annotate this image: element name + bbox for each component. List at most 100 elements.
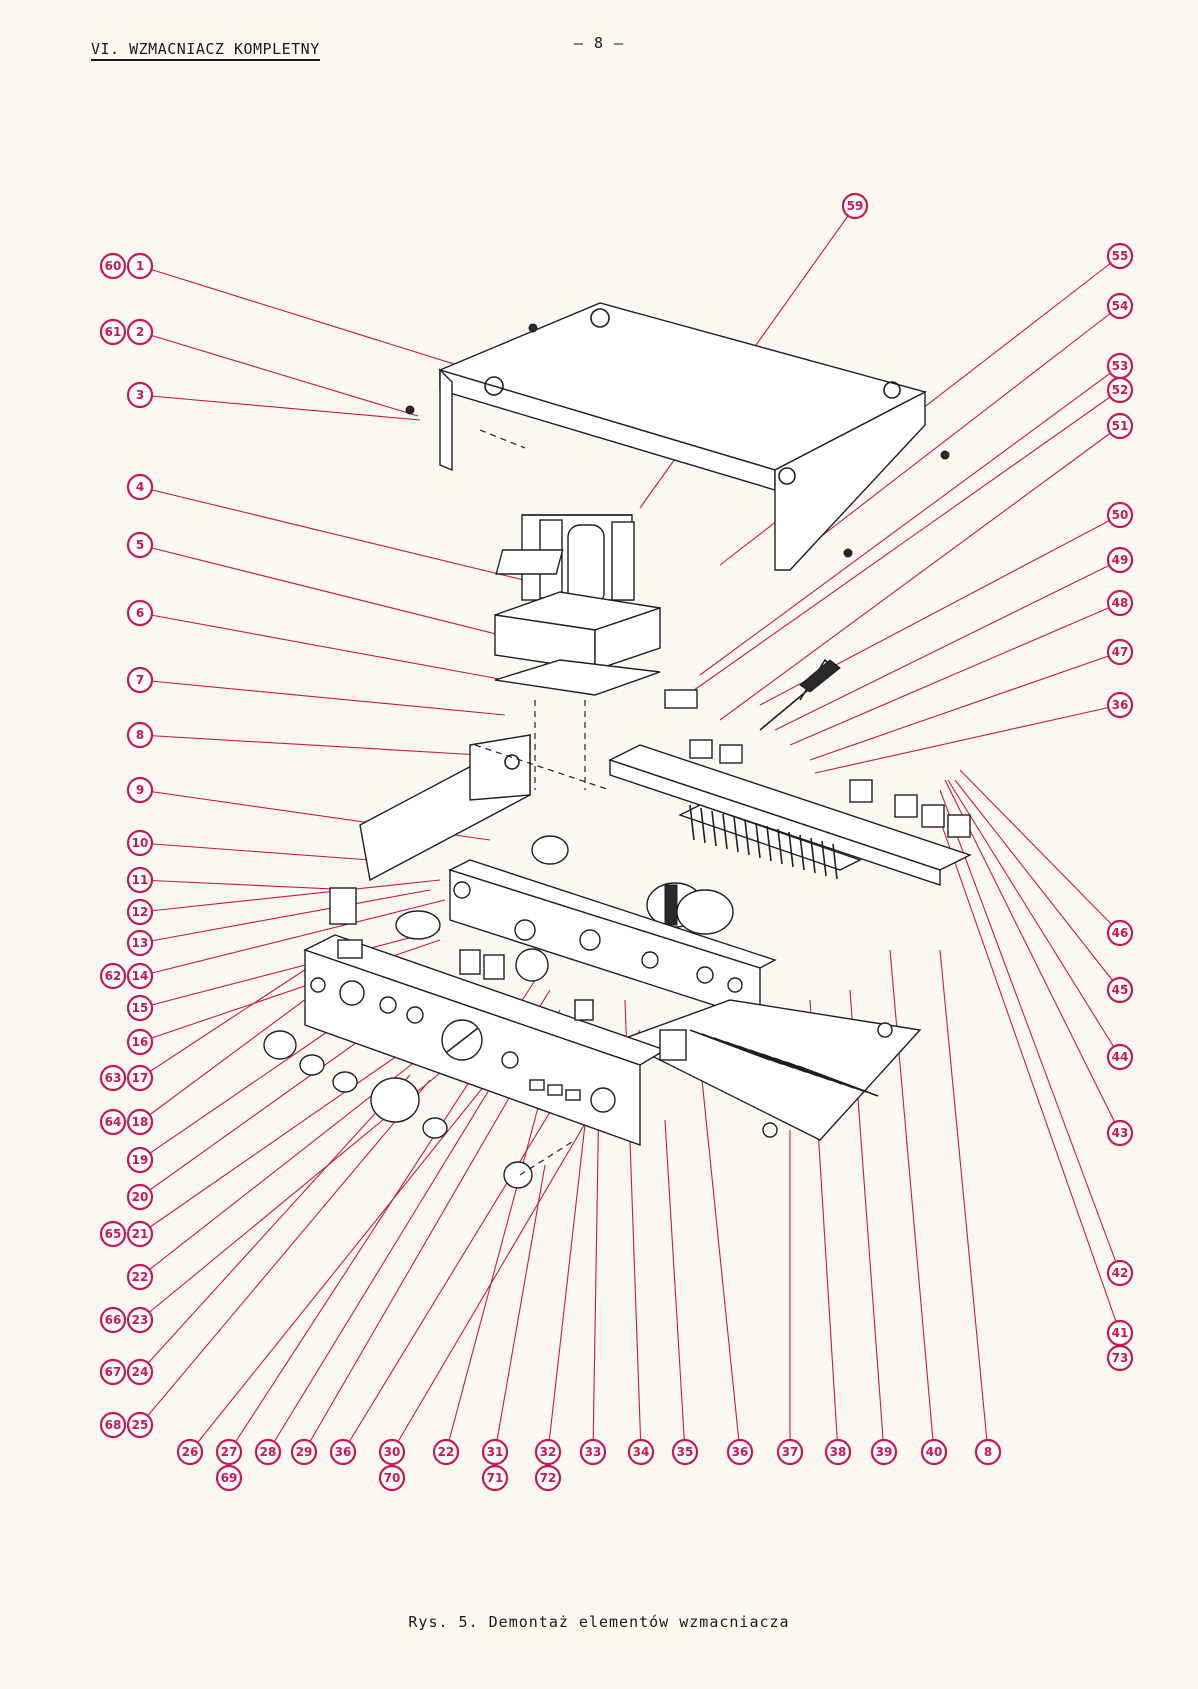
callout-number: 63 — [105, 1071, 122, 1085]
top-cover — [405, 302, 950, 571]
leader-line — [774, 559, 1121, 731]
callout-left-10: 10 — [126, 829, 154, 857]
callout-number: 48 — [1112, 596, 1129, 610]
callout-number: 1 — [136, 259, 144, 273]
callout-number: 41 — [1112, 1326, 1129, 1340]
figure-caption: Rys. 5. Demontaż elementów wzmacniacza — [408, 1613, 790, 1631]
callout-number: 13 — [132, 936, 149, 950]
callout-bottom-32: 32 — [534, 1438, 562, 1466]
leader-line — [547, 1079, 591, 1453]
leader-line — [789, 602, 1121, 746]
callout-number: 31 — [487, 1445, 504, 1459]
callout-left-8: 8 — [126, 721, 154, 749]
callout-number: 14 — [132, 969, 149, 983]
callout-number: 43 — [1112, 1126, 1129, 1140]
callout-number: 26 — [182, 1445, 199, 1459]
callout-left-6: 6 — [126, 599, 154, 627]
callout-bottom-39: 39 — [870, 1438, 898, 1466]
callout-left-16: 16 — [126, 1028, 154, 1056]
leader-line — [944, 779, 1121, 1134]
callout-number: 55 — [1112, 249, 1129, 263]
callout-number: 51 — [1112, 419, 1129, 433]
callout-number: 5 — [136, 538, 144, 552]
callout-number: 68 — [105, 1418, 122, 1432]
callout-left-63: 63 — [99, 1064, 127, 1092]
callout-right-73: 73 — [1106, 1344, 1134, 1372]
callout-number: 53 — [1112, 359, 1129, 373]
callout-number: 71 — [487, 1471, 504, 1485]
leader-line — [939, 949, 989, 1453]
leader-line — [699, 365, 1121, 676]
leader-line — [889, 949, 935, 1453]
leader-line — [139, 1039, 421, 1235]
callout-number: 66 — [105, 1313, 122, 1327]
callout-number: 15 — [132, 1001, 149, 1015]
callout-bottom-28: 28 — [254, 1438, 282, 1466]
callout-number: 38 — [830, 1445, 847, 1459]
callout-left-7: 7 — [126, 666, 154, 694]
callout-number: 44 — [1112, 1050, 1129, 1064]
callout-left-66: 66 — [99, 1306, 127, 1334]
callout-number: 2 — [136, 325, 144, 339]
callout-right-48: 48 — [1106, 589, 1134, 617]
callout-left-62: 62 — [99, 962, 127, 990]
callout-number: 6 — [136, 606, 144, 620]
callout-number: 61 — [105, 325, 122, 339]
leader-line — [939, 789, 1121, 1274]
callout-left-22: 22 — [126, 1263, 154, 1291]
heatsink — [678, 804, 862, 880]
callout-number: 39 — [876, 1445, 893, 1459]
leader-line — [139, 1079, 431, 1426]
callout-number: 70 — [384, 1471, 401, 1485]
callout-number: 25 — [132, 1418, 149, 1432]
callout-bottom-71: 71 — [481, 1464, 509, 1492]
callout-number: 30 — [384, 1445, 401, 1459]
callout-left-23: 23 — [126, 1306, 154, 1334]
callout-bottom-26: 26 — [176, 1438, 204, 1466]
leader-line — [139, 1039, 361, 1198]
callout-number: 67 — [105, 1365, 122, 1379]
leader-line — [139, 1074, 411, 1373]
callout-right-50: 50 — [1106, 501, 1134, 529]
callout-number: 65 — [105, 1227, 122, 1241]
callout-bottom-29: 29 — [290, 1438, 318, 1466]
leader-line — [139, 929, 441, 1009]
rear-panel — [608, 689, 972, 886]
callout-left-17: 17 — [126, 1064, 154, 1092]
callout-left-20: 20 — [126, 1183, 154, 1211]
callout-number: 60 — [105, 259, 122, 273]
callout-number: 16 — [132, 1035, 149, 1049]
callout-number: 34 — [633, 1445, 650, 1459]
leader-line — [679, 389, 1121, 701]
callout-number: 72 — [540, 1471, 557, 1485]
callout-right-36: 36 — [1106, 691, 1134, 719]
callout-number: 46 — [1112, 926, 1129, 940]
callout-left-12: 12 — [126, 898, 154, 926]
leader-line — [139, 1029, 331, 1161]
callout-number: 20 — [132, 1190, 149, 1204]
transformer — [495, 514, 635, 606]
callout-right-51: 51 — [1106, 412, 1134, 440]
callout-number: 69 — [221, 1471, 238, 1485]
callout-left-18: 18 — [126, 1108, 154, 1136]
callout-number: 36 — [1112, 698, 1129, 712]
callout-bottom-72: 72 — [534, 1464, 562, 1492]
callout-number: 8 — [136, 728, 144, 742]
transformer-box — [494, 591, 661, 790]
callout-left-19: 19 — [126, 1146, 154, 1174]
callout-bottom-40: 40 — [920, 1438, 948, 1466]
leader-line — [494, 1164, 546, 1453]
callout-number: 24 — [132, 1365, 149, 1379]
leader-line — [719, 425, 1121, 721]
callout-number: 37 — [782, 1445, 799, 1459]
callout-bottom-31: 31 — [481, 1438, 509, 1466]
callout-number: 4 — [136, 480, 144, 494]
callout-left-68: 68 — [99, 1411, 127, 1439]
leader-line — [139, 734, 481, 756]
callout-number: 36 — [732, 1445, 749, 1459]
callout-number: 59 — [847, 199, 864, 213]
callout-right-55: 55 — [1106, 242, 1134, 270]
leader-line — [139, 1039, 481, 1321]
